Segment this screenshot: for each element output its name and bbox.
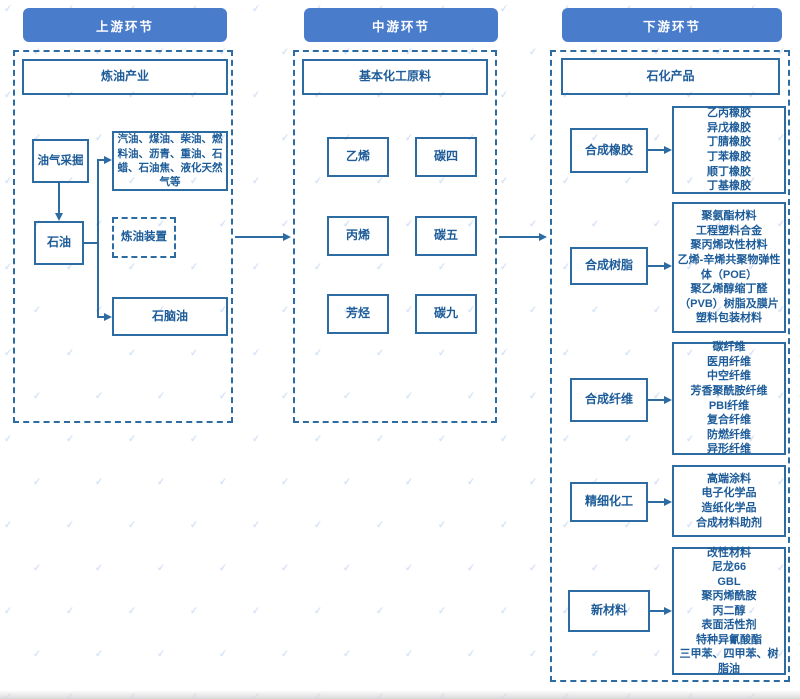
- section-fine-chemicals-label: 精细化工: [570, 482, 648, 522]
- connector-to-naphtha-line: [99, 316, 106, 318]
- connector-synthetic-resin-arrowhead: [664, 262, 672, 270]
- node-oil-gas-extraction: 油气采掘: [32, 139, 89, 183]
- downstream-header: 下游环节: [562, 8, 782, 42]
- node-aromatics: 芳烃: [327, 294, 389, 334]
- downstream-top-box: 石化产品: [561, 58, 780, 95]
- bottom-edge-fade: [0, 690, 800, 699]
- connector-synthetic-fiber-arrowhead: [664, 396, 672, 404]
- upstream-top-box: 炼油产业: [22, 59, 228, 95]
- node-refining-unit: 炼油装置: [112, 217, 176, 258]
- node-naphtha: 石脑油: [112, 297, 228, 336]
- upstream-container: [13, 50, 233, 423]
- section-synthetic-resin-label: 合成树脂: [570, 247, 648, 285]
- section-synthetic-fiber-label: 合成纤维: [570, 378, 648, 422]
- downstream-container: [550, 50, 790, 682]
- node-ethylene: 乙烯: [327, 137, 389, 177]
- section-synthetic-rubber-items: 乙丙橡胶 异戊橡胶 丁腈橡胶 丁苯橡胶 顺丁橡胶 丁基橡胶: [672, 106, 786, 194]
- connector-branch-vertical: [97, 159, 99, 318]
- node-refined-products: 汽油、煤油、柴油、燃料油、沥青、重油、石蜡、石油焦、液化天然气等: [112, 131, 228, 191]
- connector-petroleum-stub: [84, 242, 98, 244]
- section-new-materials-items: 改性材料 尼龙66 GBL 聚丙烯酰胺 丙二醇 表面活性剂 特种异氰酸酯 三甲苯…: [672, 547, 786, 675]
- section-synthetic-resin-items: 聚氨酯材料 工程塑料合金 聚丙烯改性材料 乙烯-辛烯共聚物弹性体（POE） 聚乙…: [672, 202, 786, 333]
- connector-upstream-to-midstream-arrowhead: [283, 233, 291, 241]
- connector-to-refined-products-line: [99, 159, 106, 161]
- connector-new-materials-line: [650, 610, 665, 612]
- node-c9: 碳九: [415, 294, 477, 334]
- node-propylene: 丙烯: [327, 216, 389, 256]
- connector-upstream-to-midstream-line: [235, 236, 284, 238]
- connector-to-naphtha-arrowhead: [104, 313, 112, 321]
- connector-fine-chemicals-arrowhead: [664, 498, 672, 506]
- midstream-container: [293, 50, 497, 423]
- connector-midstream-to-downstream-arrowhead: [539, 233, 547, 241]
- connector-to-refined-products-arrowhead: [104, 156, 112, 164]
- midstream-top-box: 基本化工原料: [302, 59, 488, 95]
- connector-fine-chemicals-line: [648, 501, 665, 503]
- node-c4: 碳四: [415, 137, 477, 177]
- connector-synthetic-rubber-line: [648, 149, 665, 151]
- connector-extraction-to-petroleum-line: [58, 183, 60, 215]
- connector-midstream-to-downstream-line: [499, 236, 540, 238]
- node-petroleum: 石油: [34, 221, 84, 265]
- section-new-materials-label: 新材料: [568, 590, 650, 632]
- connector-new-materials-arrowhead: [664, 607, 672, 615]
- upstream-header: 上游环节: [23, 8, 227, 42]
- connector-extraction-to-petroleum-arrowhead: [55, 213, 63, 221]
- connector-synthetic-rubber-arrowhead: [664, 146, 672, 154]
- section-synthetic-fiber-items: 碳纤维 医用纤维 中空纤维 芳香聚酰胺纤维 PBI纤维 复合纤维 防燃纤维 异形…: [672, 341, 786, 455]
- connector-synthetic-fiber-line: [648, 399, 665, 401]
- section-synthetic-rubber-label: 合成橡胶: [570, 128, 648, 173]
- section-fine-chemicals-items: 高端涂料 电子化学品 造纸化学品 合成材料助剂: [672, 465, 786, 537]
- midstream-header: 中游环节: [304, 8, 498, 42]
- connector-synthetic-resin-line: [648, 265, 665, 267]
- node-c5: 碳五: [415, 216, 477, 256]
